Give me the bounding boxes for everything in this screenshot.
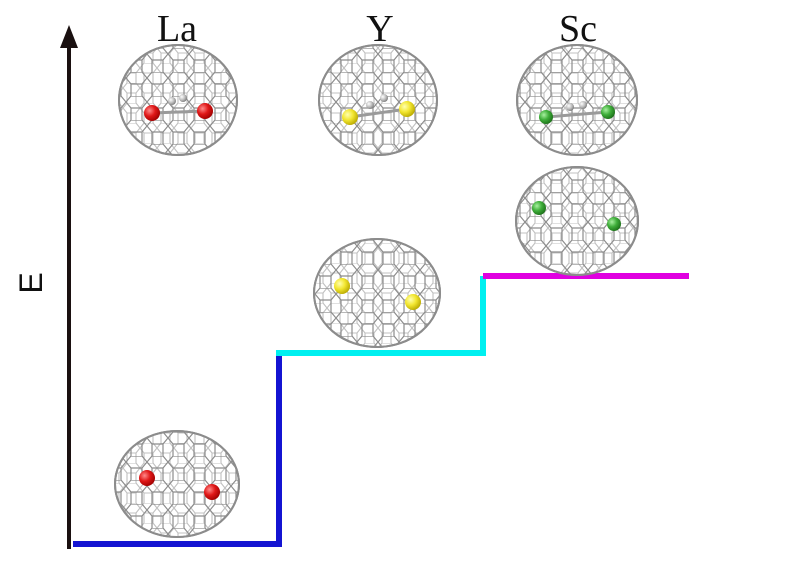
metal-atom-y	[334, 278, 350, 294]
metal-atom-sc	[532, 201, 546, 215]
metal-atom-sc	[539, 110, 553, 124]
metal-atom-la	[197, 103, 213, 119]
axis-arrowhead	[60, 25, 78, 48]
cage-sc-dimetal	[515, 166, 639, 276]
cage-la-carbide	[118, 44, 238, 156]
energy-step-y	[276, 276, 486, 356]
cage-sc-carbide	[516, 44, 638, 156]
metal-label-y: Y	[366, 8, 393, 50]
metal-atom-la	[139, 470, 155, 486]
axis-label: E	[13, 272, 49, 293]
cage-la-dimetal	[114, 430, 240, 538]
metal-atom-y	[342, 109, 358, 125]
carbon-atom	[579, 101, 587, 109]
cage-y-dimetal	[313, 238, 441, 348]
metal-label-sc: Sc	[559, 8, 597, 50]
carbon-atom	[179, 94, 187, 102]
metal-atom-y	[399, 101, 415, 117]
carbon-atom	[380, 94, 388, 102]
metal-atom-sc	[601, 105, 615, 119]
carbon-atom	[168, 97, 176, 105]
cage-y-carbide	[318, 44, 438, 156]
energy-step-la	[73, 353, 282, 547]
metal-atom-la	[144, 105, 160, 121]
carbon-atom	[366, 101, 374, 109]
carbon-atom	[566, 103, 574, 111]
metal-atom-sc	[607, 217, 621, 231]
metal-label-la: La	[157, 8, 197, 50]
metal-atom-y	[405, 294, 421, 310]
metal-atom-la	[204, 484, 220, 500]
